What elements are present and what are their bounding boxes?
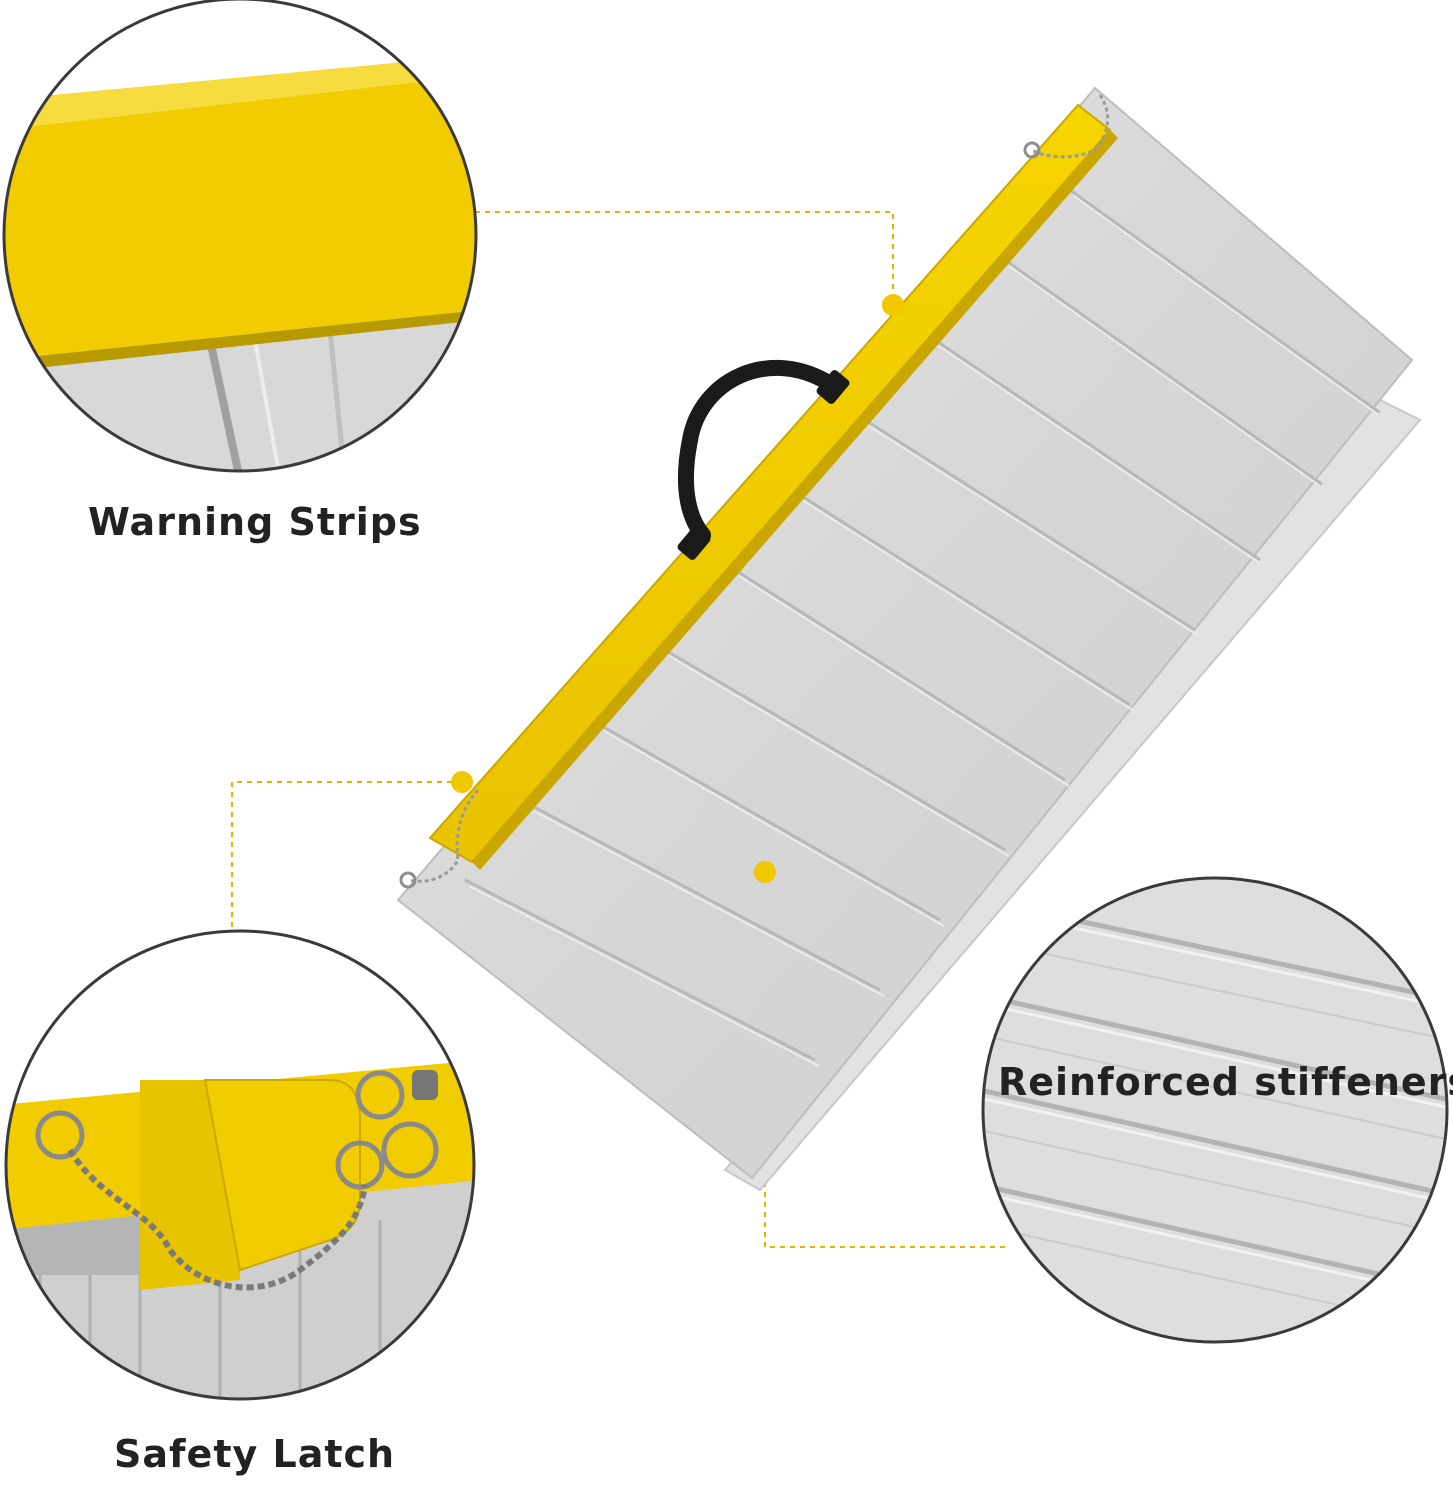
detail-circle-reinforced-stiffeners	[981, 876, 1449, 1344]
callout-dot-stiffeners	[754, 861, 776, 883]
caption-safety-latch: Safety Latch	[114, 1432, 396, 1476]
callout-dots	[451, 294, 904, 883]
callout-dot-warning	[882, 294, 904, 316]
detail-circle-warning-strips	[2, 0, 478, 473]
caption-warning-strips: Warning Strips	[88, 500, 422, 544]
detail-circle-safety-latch	[4, 929, 476, 1401]
callout-dot-latch	[451, 771, 473, 793]
callout-line-latch	[231, 781, 462, 938]
callout-line-warning	[475, 211, 894, 305]
ramp-ribs	[464, 188, 1391, 1062]
ramp	[396, 86, 1422, 1192]
caption-reinforced-stiffeners: Reinforced stiffeners	[998, 1060, 1453, 1104]
ramp-chains	[407, 94, 1110, 883]
ramp-handle	[677, 360, 850, 560]
